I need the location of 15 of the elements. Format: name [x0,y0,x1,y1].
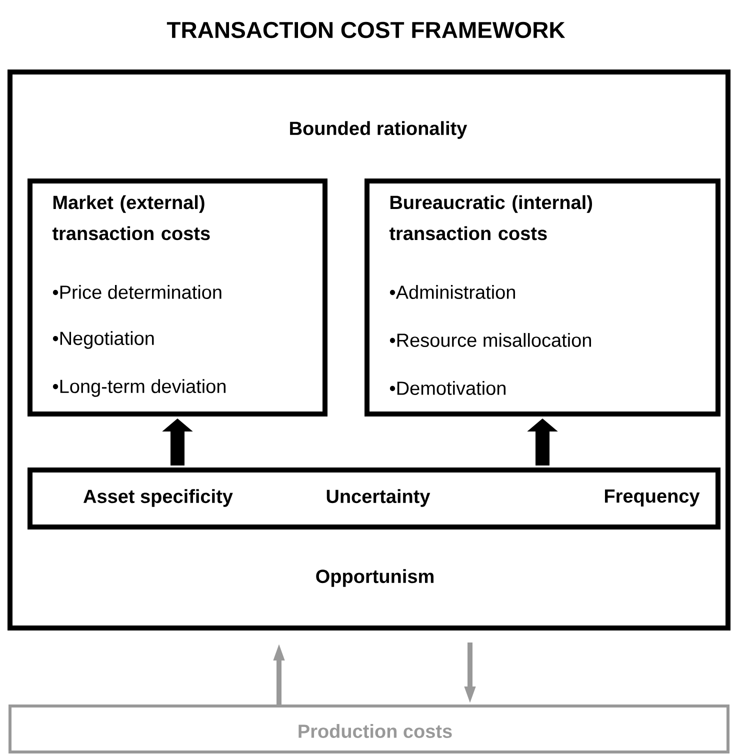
bullet-item: •Negotiation [52,331,154,349]
factor-label: Frequency [605,490,700,506]
box-heading: Bureaucratic (internal) transaction costs [389,195,592,240]
factor-label: Uncertainty [326,489,430,507]
bullet-item: •Long-term deviation [52,379,226,397]
bullet-item: •Resource misallocation [390,333,591,347]
factor-label: Asset specificity [84,489,233,507]
bullet-item: •Demotivation [390,381,506,395]
bullet-item: •Administration [390,285,515,299]
heading: Opportunism [316,569,434,587]
box-label: Production costs [298,724,452,738]
title: TRANSACTION COST FRAMEWORK [166,22,566,38]
box-heading: Market (external) transaction costs [52,195,210,240]
heading: Bounded rationality [290,121,468,139]
bullet-item: •Price determination [52,285,222,299]
